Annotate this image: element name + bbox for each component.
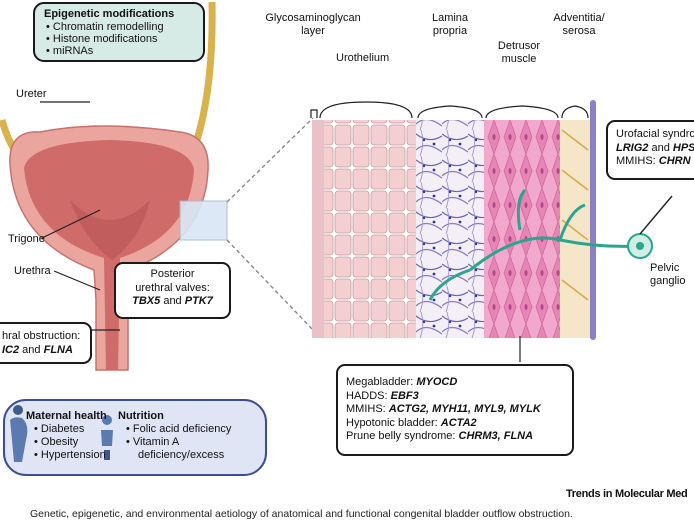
posterior-valves-box: Posterior urethral valves: TBX5 and PTK7 bbox=[114, 262, 231, 319]
nutrition-item-3: deficiency/excess bbox=[138, 449, 225, 461]
nutrition-item-2: • Vitamin A bbox=[126, 436, 180, 448]
nutrition-title: Nutrition bbox=[118, 410, 164, 422]
epigenetic-item-2: • Histone modifications bbox=[46, 33, 158, 45]
urethral-obstruction-box: hral obstruction: IC2 and FLNA bbox=[0, 322, 92, 364]
muscle-gene-row: MMIHS: ACTG2, MYH11, MYL9, MYLK bbox=[346, 403, 541, 415]
muscle-gene-row: Megabladder: MYOCD bbox=[346, 376, 458, 388]
adventitia-label: Adventitia/serosa bbox=[553, 12, 605, 37]
ureter-label: Ureter bbox=[16, 88, 47, 100]
epigenetic-item-3: • miRNAs bbox=[46, 45, 94, 57]
epigenetic-item-1: • Chromatin remodelling bbox=[46, 21, 164, 33]
maternal-item-1: • Diabetes bbox=[34, 423, 85, 435]
nutrition-item-1: • Folic acid deficiency bbox=[126, 423, 232, 435]
lamina-propria-layer bbox=[416, 120, 484, 338]
urofacial-box: Urofacial syndro LRIG2 and HPS MMIHS: CH… bbox=[606, 120, 694, 180]
muscle-gene-row: Hypotonic bladder: ACTA2 bbox=[346, 416, 477, 429]
epigenetic-title: Epigenetic modifications bbox=[44, 8, 175, 20]
detrusor-layer bbox=[484, 120, 560, 338]
muscle-genes-box: Megabladder: MYOCD HADDS: EBF3 MMIHS: AC… bbox=[336, 364, 574, 456]
maternal-item-3: • Hypertension bbox=[34, 449, 106, 461]
detrusor-bracket bbox=[485, 105, 559, 119]
serosa-edge bbox=[590, 100, 596, 340]
muscle-gene-row: HADDS: EBF3 bbox=[346, 389, 419, 402]
adventitia-bracket bbox=[561, 105, 589, 119]
urothelium-bracket bbox=[319, 101, 413, 119]
urothelium-label: Urothelium bbox=[336, 52, 390, 64]
environment-box bbox=[3, 399, 267, 476]
gag-bracket bbox=[310, 109, 318, 118]
food-icon bbox=[101, 415, 113, 460]
zoom-region bbox=[179, 200, 228, 241]
urothelium-layer bbox=[312, 120, 416, 338]
trigone-label: Trigone bbox=[8, 233, 45, 245]
urethra-label: Urethra bbox=[14, 265, 51, 277]
lamina-bracket bbox=[417, 105, 483, 119]
muscle-gene-row: Prune belly syndrome: CHRM3, FLNA bbox=[346, 430, 534, 442]
pregnant-woman-icon bbox=[10, 405, 28, 462]
nerve-fibre bbox=[428, 188, 641, 301]
journal-logo: Trends in Molecular Med bbox=[566, 488, 688, 500]
epigenetic-box bbox=[33, 2, 205, 62]
maternal-health-title: Maternal health bbox=[26, 410, 107, 422]
maternal-item-2: • Obesity bbox=[34, 436, 79, 448]
figure-caption: Genetic, epigenetic, and environmental a… bbox=[30, 508, 573, 520]
